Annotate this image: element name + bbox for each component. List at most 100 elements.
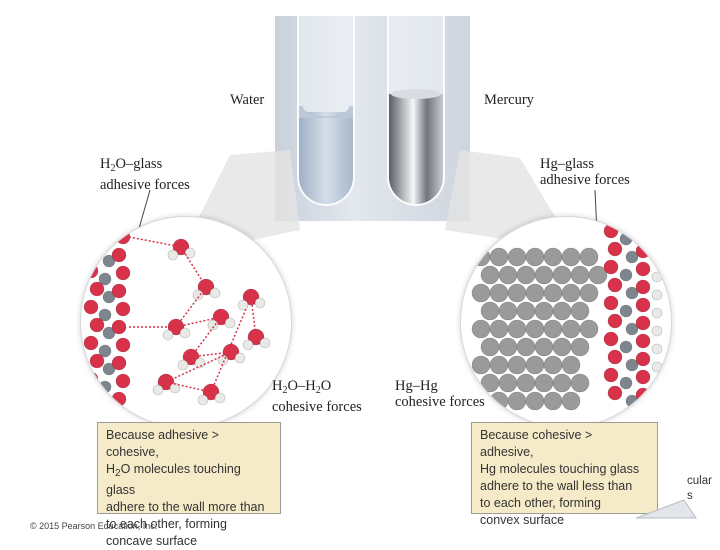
glass-oxygen-atom (607, 241, 623, 257)
mercury-atom (579, 319, 599, 339)
mercury-atom (561, 247, 581, 267)
water-label: Water (230, 92, 265, 108)
glass-hydrogen-atom (651, 343, 663, 355)
mercury-atom (534, 373, 554, 393)
mercury-atom (588, 265, 608, 285)
mercury-atom (507, 355, 527, 375)
water-hydrogen-atom (207, 319, 219, 331)
glass-silicon-atom (625, 286, 639, 300)
water-hydrogen-atom (197, 394, 209, 406)
glass-oxygen-atom (635, 333, 651, 349)
h2o-glass-label: H2O–glass adhesive forces (100, 156, 190, 193)
mercury-atom (489, 355, 509, 375)
glass-silicon-atom (102, 326, 116, 340)
glass-oxygen-atom (607, 277, 623, 293)
glass-oxygen-atom (635, 351, 651, 367)
mercury-atom (525, 283, 545, 303)
glass-silicon-atom (619, 304, 633, 318)
mercury-atom (561, 355, 581, 375)
water-hydrogen-atom (194, 357, 206, 369)
mercury-atom (471, 319, 491, 339)
mercury-atom (525, 391, 545, 411)
mercury-atom (579, 247, 599, 267)
glass-hydrogen-atom (651, 271, 663, 283)
mercury-atom (534, 337, 554, 357)
mercury-atom (552, 265, 572, 285)
mercury-atom (570, 301, 590, 321)
mercury-atom (534, 265, 554, 285)
mercury-atom (579, 283, 599, 303)
glass-silicon-atom (619, 268, 633, 282)
glass-oxygen-atom (111, 355, 127, 371)
water-hydrogen-atom (152, 384, 164, 396)
glass-silicon-atom (102, 254, 116, 268)
mercury-atom (534, 301, 554, 321)
mercury-liquid (389, 89, 443, 204)
water-oxygen-atom (247, 328, 265, 346)
glass-silicon-atom (102, 290, 116, 304)
mercury-atom (489, 247, 509, 267)
glass-silicon-atom (98, 308, 112, 322)
hg-hg-label: Hg–Hg cohesive forces (395, 378, 485, 410)
glass-oxygen-atom (603, 367, 619, 383)
hydrogen-bond-line (128, 236, 182, 248)
glass-oxygen-atom (115, 373, 131, 389)
hg-glass-label: Hg–glass adhesive forces (540, 156, 630, 188)
h2o-h2o-label: H2O–H2O cohesive forces (272, 378, 362, 415)
mercury-atom (507, 391, 527, 411)
glass-silicon-atom (619, 376, 633, 390)
mercury-atoms-svg (471, 223, 663, 411)
glass-silicon-atom (619, 340, 633, 354)
mercury-atom (570, 337, 590, 357)
page-corner-arrow-icon (636, 499, 697, 519)
water-hydrogen-atom (234, 352, 246, 364)
mercury-atom (561, 319, 581, 339)
mercury-atom (516, 373, 536, 393)
glass-oxygen-atom (603, 295, 619, 311)
glass-silicon-atom (625, 322, 639, 336)
glass-oxygen-atom (111, 283, 127, 299)
mercury-atom (543, 355, 563, 375)
glass-oxygen-atom (89, 281, 105, 297)
glass-oxygen-atom (111, 247, 127, 263)
glass-silicon-atom (98, 272, 112, 286)
mercury-atoms-zoom (460, 216, 672, 428)
water-tube (297, 16, 355, 206)
mercury-atom (507, 319, 527, 339)
copyright-notice: © 2015 Pearson Education, Inc. (30, 521, 158, 531)
mercury-atom (552, 337, 572, 357)
water-hydrogen-atom (179, 327, 191, 339)
mercury-atom (498, 373, 518, 393)
mercury-atom (507, 283, 527, 303)
mercury-atom (525, 319, 545, 339)
glass-oxygen-atom (635, 279, 651, 295)
water-molecules-svg (83, 227, 271, 412)
glass-hydrogen-atom (651, 307, 663, 319)
mercury-atom (507, 247, 527, 267)
mercury-atom (552, 301, 572, 321)
water-hydrogen-atom (162, 329, 174, 341)
water-hydrogen-atom (224, 317, 236, 329)
mercury-atom (570, 373, 590, 393)
mercury-atom (525, 355, 545, 375)
glass-silicon-atom (98, 344, 112, 358)
glass-silicon-atom (102, 362, 116, 376)
water-hydrogen-atom (254, 297, 266, 309)
mercury-atom (498, 265, 518, 285)
mercury-atom (489, 319, 509, 339)
mercury-atom (561, 391, 581, 411)
hydrogen-bond-line (175, 286, 207, 328)
water-hydrogen-atom (169, 382, 181, 394)
mercury-atom (471, 355, 491, 375)
glass-oxygen-atom (635, 315, 651, 331)
glass-oxygen-atom (111, 319, 127, 335)
water-hydrogen-atom (177, 359, 189, 371)
glass-oxygen-atom (83, 299, 99, 315)
glass-silicon-atom (625, 250, 639, 264)
water-hydrogen-atom (237, 299, 249, 311)
mercury-atom (516, 301, 536, 321)
mercury-atom (498, 337, 518, 357)
test-tubes-photo (275, 16, 470, 221)
hydrogen-bond-line (210, 296, 252, 393)
water-hydrogen-atom (259, 337, 271, 349)
